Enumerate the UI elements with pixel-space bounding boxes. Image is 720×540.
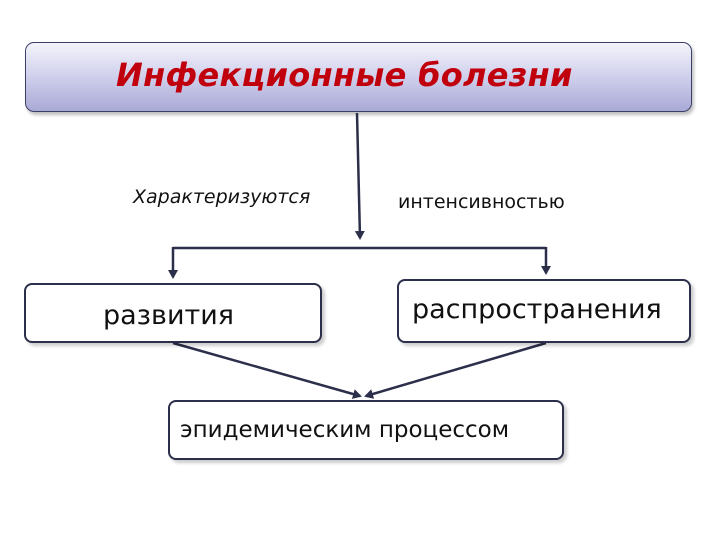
- right-converge-arrow: [364, 341, 547, 399]
- diagram-title: Инфекционные болезни: [116, 56, 573, 94]
- title-down-connector: [354, 112, 365, 240]
- box-epidemic-process: [168, 400, 564, 460]
- left-converge-arrow: [172, 341, 362, 399]
- label-intensity: интенсивностью: [398, 191, 565, 213]
- label-characterized: Характеризуются: [133, 186, 311, 208]
- box-spread: [397, 279, 691, 343]
- box-epidemic-process-text: эпидемическим процессом: [180, 417, 510, 443]
- box-spread-text: распространения: [412, 294, 662, 325]
- title-box: [25, 42, 692, 112]
- box-development-text: развития: [103, 300, 235, 331]
- box-development: [24, 283, 322, 343]
